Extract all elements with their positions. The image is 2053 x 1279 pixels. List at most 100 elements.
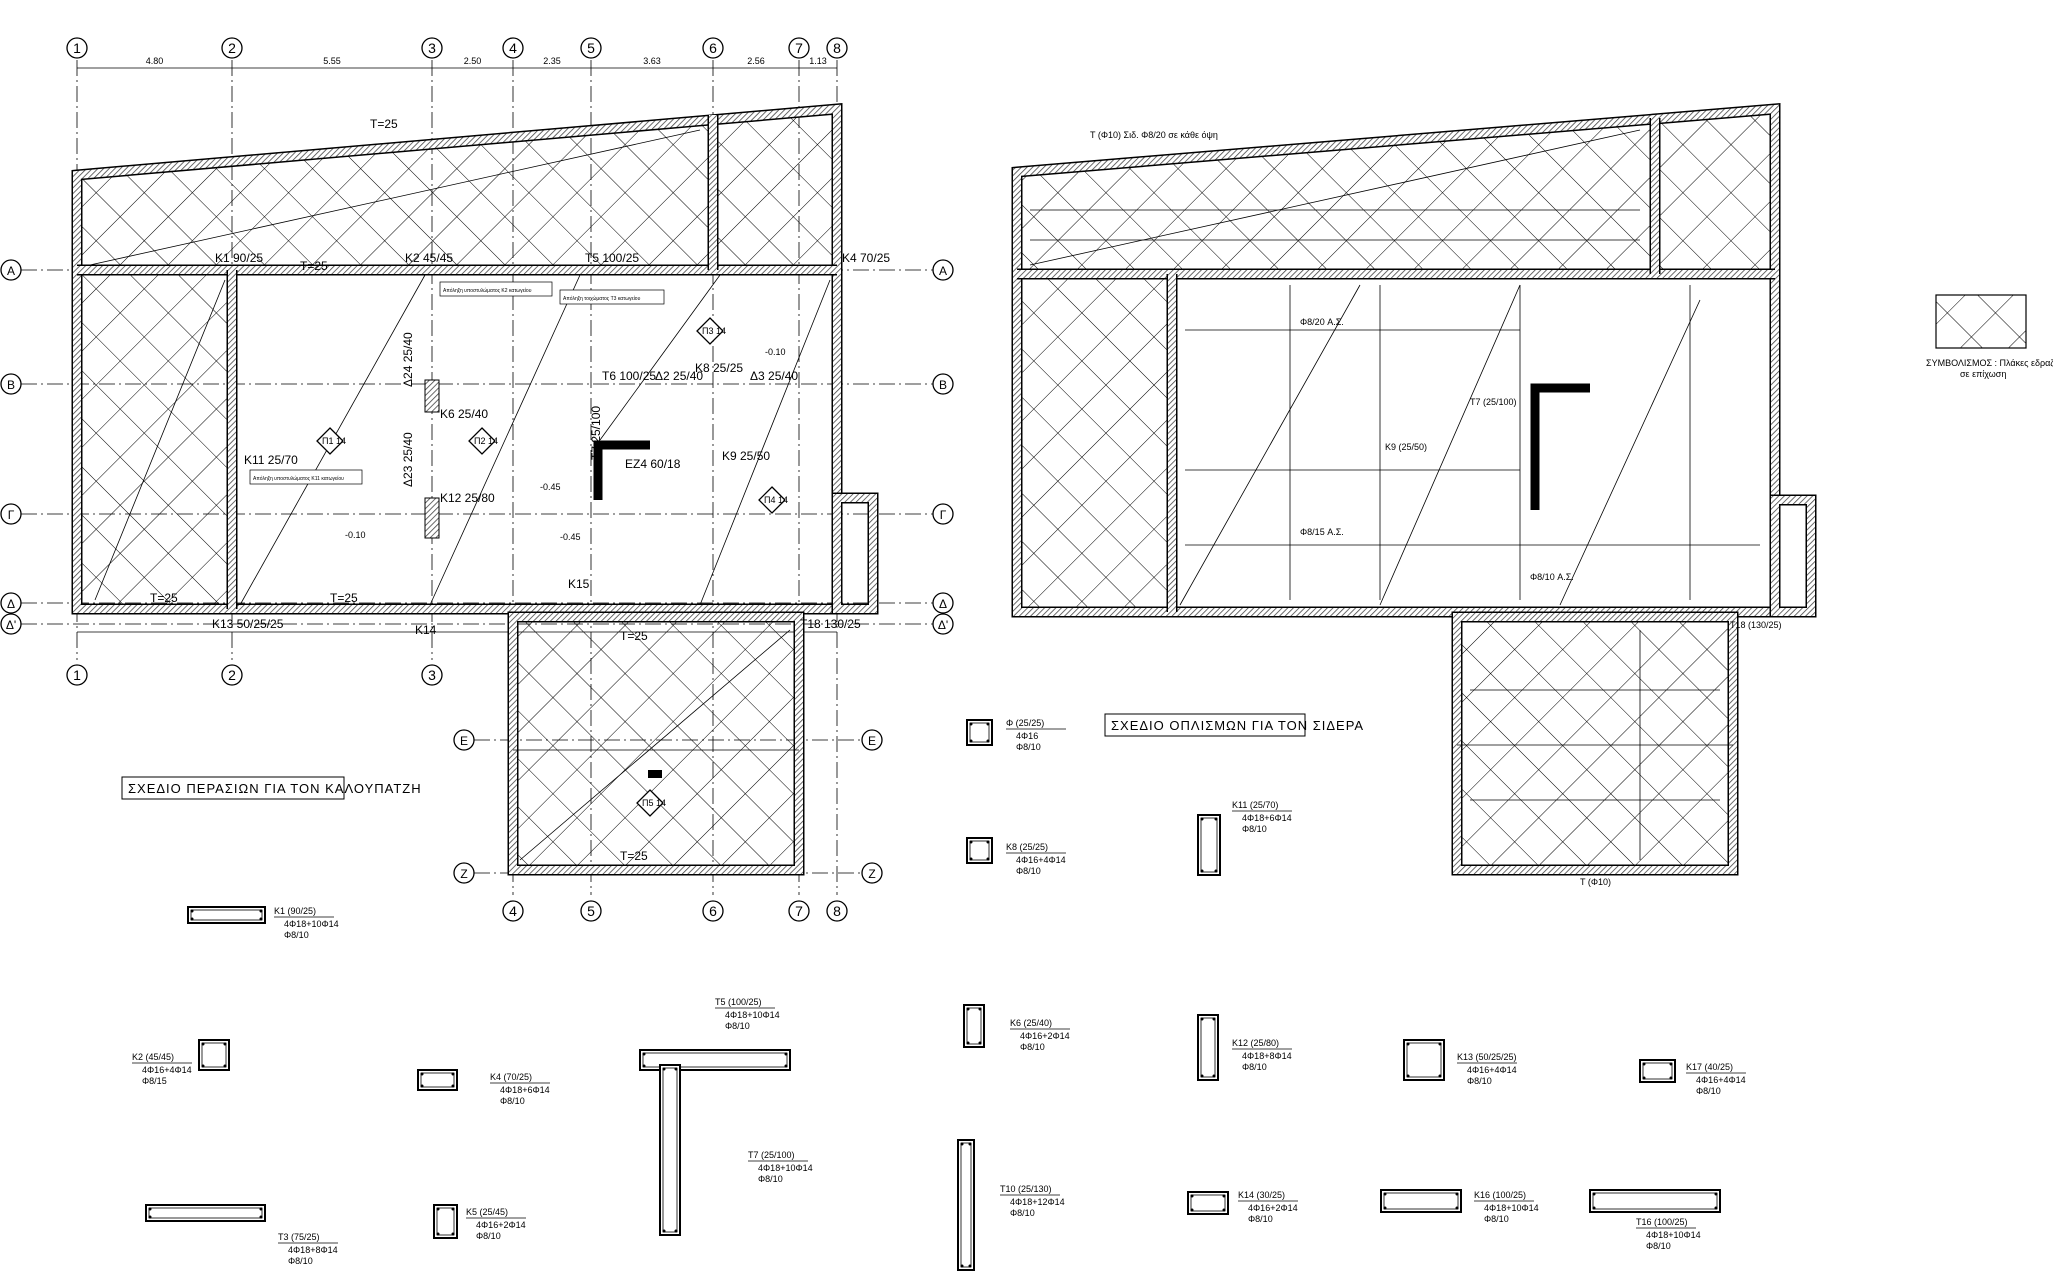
rebar-dot — [1214, 817, 1218, 821]
rebar-label: T7 (25/100) — [1470, 397, 1517, 407]
reinforcement-plan: T (Φ10) Σιδ. Φ8/20 σε κάθε όψη Φ8/20 A.Σ… — [1011, 103, 1817, 887]
slab-marker: Π5 14 — [636, 789, 666, 817]
detail-stirrups: Φ8/10 — [1016, 866, 1041, 876]
rebar-dot — [1200, 1017, 1204, 1021]
rebar-dot — [259, 917, 263, 921]
column-label: K2 45/45 — [405, 251, 453, 265]
stirrup — [1642, 1062, 1673, 1080]
detail-bars: 4Φ18+10Φ14 — [284, 919, 339, 929]
thickness-label: T=25 — [330, 591, 358, 605]
rebar-dot — [662, 1067, 666, 1071]
rebar-label: T (Φ10) — [1580, 877, 1611, 887]
rebar-dot — [1190, 1208, 1194, 1212]
grid-bubble-row: Α — [932, 259, 954, 281]
detail-name: K17 (40/25) — [1686, 1062, 1733, 1072]
rebar-dot — [968, 1142, 972, 1146]
rebar-dot — [451, 1072, 455, 1076]
detail-stirrups: Φ8/10 — [1696, 1086, 1721, 1096]
grid-bubble-label: Β — [939, 378, 947, 392]
grid-bubble-row: Ζ — [453, 862, 475, 884]
detail-stirrups: Φ8/10 — [1467, 1076, 1492, 1086]
stirrup — [966, 1007, 982, 1045]
detail-bars: 4Φ16+4Φ14 — [1467, 1065, 1517, 1075]
grid-bubble-row: Β — [0, 373, 22, 395]
svg-text:Π4 14: Π4 14 — [764, 495, 788, 505]
rebar-dot — [1214, 869, 1218, 873]
section-outline — [963, 1004, 985, 1048]
grid-bubble-label: 7 — [795, 40, 803, 56]
level-mark: -0.10 — [765, 347, 786, 357]
stirrup — [1406, 1042, 1442, 1078]
detail-bars: 4Φ16+4Φ14 — [1016, 855, 1066, 865]
grid-bubble-label: 6 — [709, 903, 717, 919]
grid-bubble-label: 2 — [228, 667, 236, 683]
grid-bubble-label: Γ — [940, 508, 947, 522]
detail-bars: 4Φ16 — [1016, 731, 1038, 741]
rebar-label: T (Φ10) Σιδ. Φ8/20 σε κάθε όψη — [1090, 130, 1218, 140]
detail-bars: 4Φ18+6Φ14 — [500, 1085, 550, 1095]
wall-label: T6 100/25 — [602, 369, 656, 383]
detail-name: T7 (25/100) — [748, 1150, 795, 1160]
rebar-label: Φ8/10 A.Σ. — [1530, 572, 1574, 582]
rebar-dot — [1406, 1074, 1410, 1078]
rebar-dot — [986, 857, 990, 861]
legend-label: σε επίχωση — [1960, 369, 2006, 379]
rebar-dot — [420, 1072, 424, 1076]
rebar-label: T18 (130/25) — [1730, 620, 1782, 630]
rebar-dot — [259, 1207, 263, 1211]
wall-label: T5 100/25 — [585, 251, 639, 265]
stirrup — [190, 909, 263, 921]
grid-bubble-label: 8 — [833, 40, 841, 56]
dimension-label: 1.13 — [809, 56, 827, 66]
rebar-dot — [960, 1264, 964, 1268]
detail-stirrups: Φ8/10 — [1484, 1214, 1509, 1224]
rebar-dot — [259, 1215, 263, 1219]
beam-label: Δ23 25/40 — [401, 432, 415, 487]
detail-stirrups: Φ8/10 — [725, 1021, 750, 1031]
detail-bars: 4Φ18+10Φ14 — [1484, 1203, 1539, 1213]
grid-bubble-label: 2 — [228, 40, 236, 56]
detail-name: T10 (25/130) — [1000, 1184, 1052, 1194]
detail-stirrups: Φ8/10 — [1248, 1214, 1273, 1224]
beam-label: Δ2 25/40 — [655, 369, 703, 383]
detail-stirrups: Φ8/10 — [1646, 1241, 1671, 1251]
rebar-dot — [1714, 1192, 1718, 1196]
rebar-label: K9 (25/50) — [1385, 442, 1427, 452]
rebar-dot — [662, 1229, 666, 1233]
grid-bubble-row: Ε — [861, 729, 883, 751]
grid-bubble-5: 5 — [580, 900, 602, 922]
section-outline — [1187, 1191, 1229, 1215]
slab-marker: Π1 14 — [316, 427, 346, 455]
detail-bars: 4Φ18+10Φ14 — [725, 1010, 780, 1020]
grid-bubble-8: 8 — [826, 900, 848, 922]
column-label: K15 — [568, 577, 590, 591]
section-outline — [1639, 1059, 1676, 1083]
rebar-dot — [1406, 1042, 1410, 1046]
detail-name: K1 (90/25) — [274, 906, 316, 916]
rebar-dot — [451, 1084, 455, 1088]
grid-bubble-label: Ζ — [868, 867, 875, 881]
detail-stirrups: Φ8/15 — [142, 1076, 167, 1086]
section-outline — [1589, 1189, 1721, 1213]
rebar-dot — [968, 1264, 972, 1268]
beam-label: Δ3 25/40 — [750, 369, 798, 383]
detail-stirrups: Φ8/10 — [284, 930, 309, 940]
rebar-dot — [259, 909, 263, 913]
grid-bubble-label: 5 — [587, 903, 595, 919]
grid-bubble-row: Δ' — [932, 613, 954, 635]
rebar-dot — [420, 1084, 424, 1088]
grid-bubble-7: 7 — [788, 37, 810, 59]
notes: Απόληξη υποστυλώματος K2 κατωγείου Απόλη… — [249, 281, 665, 485]
grid-bubble-label: Δ' — [6, 618, 16, 632]
note-text: Απόληξη υποστυλώματος K11 κατωγείου — [253, 475, 344, 482]
rebar-dot — [148, 1207, 152, 1211]
legend-swatch — [1935, 294, 2027, 349]
hatched-slab-lower — [513, 617, 799, 870]
